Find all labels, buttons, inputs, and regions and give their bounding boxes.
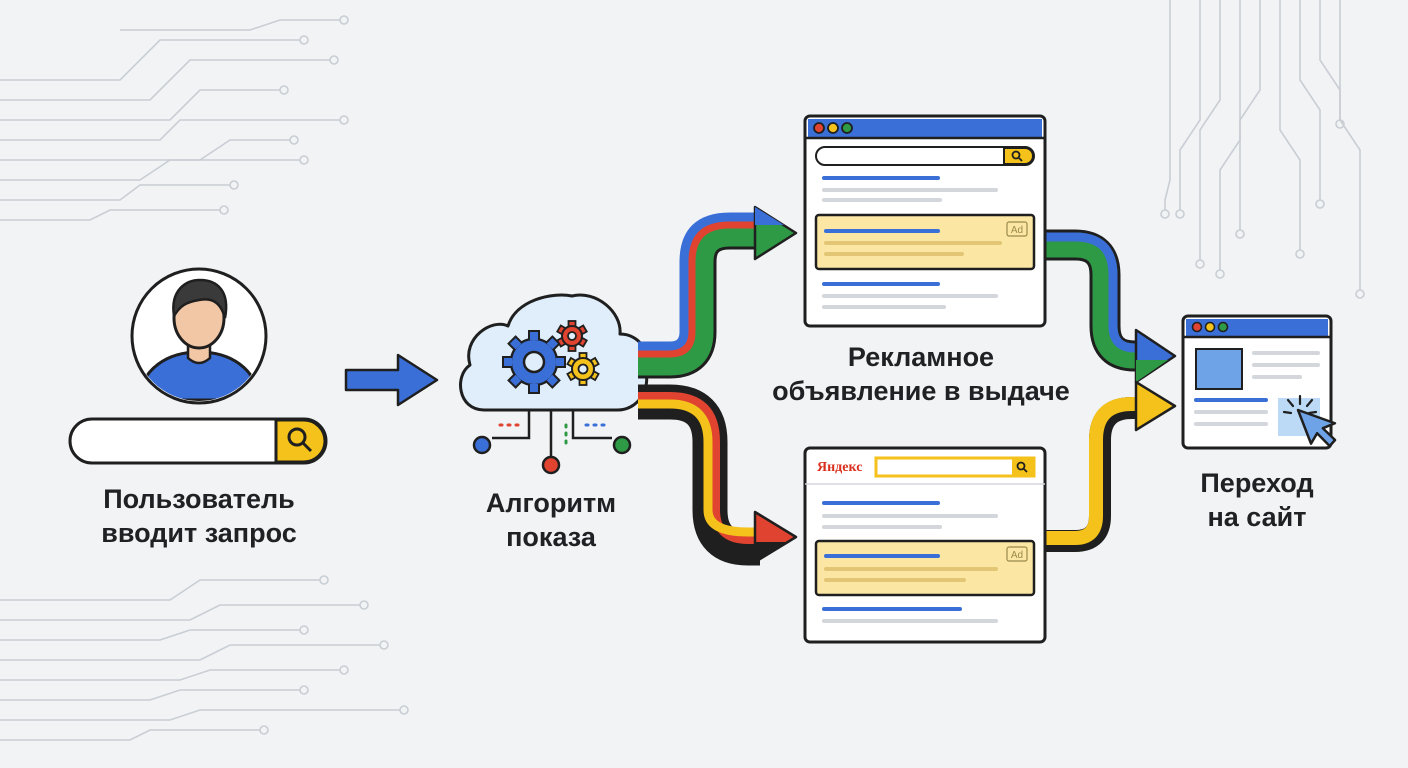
step-label-user-line2: вводит запрос: [101, 518, 297, 548]
step-label-site: Переход на сайт: [1176, 466, 1338, 534]
circuit-decoration-top-left: [0, 15, 349, 221]
step-label-ad-line1: Рекламное: [847, 342, 995, 372]
window-controls: [813, 122, 853, 134]
arrow-algorithm-to-bottom-serp: [638, 384, 798, 566]
user-avatar-icon: [130, 267, 268, 405]
cursor-click-icon: [1282, 394, 1337, 448]
website-window: [1181, 314, 1333, 450]
search-icon[interactable]: [1011, 150, 1023, 162]
step-label-site-line1: Переход: [1200, 468, 1314, 498]
step-label-site-line2: на сайт: [1207, 502, 1307, 532]
step-label-algorithm-line2: показа: [506, 522, 596, 552]
step-label-algorithm: Алгоритм показа: [460, 486, 642, 554]
step-label-ad-line2: объявление в выдаче: [772, 376, 1070, 406]
ad-badge: Ad: [1011, 550, 1023, 561]
search-input[interactable]: [68, 417, 328, 465]
arrow-user-to-algorithm: [344, 353, 439, 407]
ad-result-highlight[interactable]: Ad: [814, 213, 1036, 271]
circuit-decoration-bottom-left: [0, 575, 409, 741]
ad-result-highlight[interactable]: Ad: [814, 539, 1036, 597]
serp-window-bottom: Яндекс Ad: [803, 446, 1047, 644]
serp-search-input[interactable]: [815, 146, 1035, 166]
step-label-ad: Рекламное объявление в выдаче: [760, 340, 1082, 408]
ad-badge: Ad: [1011, 225, 1023, 236]
step-label-user: Пользователь вводит запрос: [70, 482, 328, 550]
step-label-user-line1: Пользователь: [103, 484, 295, 514]
window-controls: [1191, 321, 1229, 333]
arrow-algorithm-to-top-serp: [638, 205, 798, 379]
circuit-decoration-top-right: [1160, 0, 1365, 299]
arrow-bottom-serp-to-site: [1046, 380, 1177, 552]
site-image-placeholder: [1195, 348, 1243, 390]
step-label-algorithm-line1: Алгоритм: [485, 488, 617, 518]
yandex-logo: Яндекс: [817, 460, 862, 475]
search-icon[interactable]: [287, 427, 313, 453]
serp-search-input[interactable]: [874, 456, 1036, 478]
serp-window-top: Ad: [803, 114, 1047, 328]
search-icon[interactable]: [1016, 461, 1028, 473]
arrow-top-serp-to-site: [1046, 229, 1177, 384]
gear-icon: [502, 320, 600, 394]
